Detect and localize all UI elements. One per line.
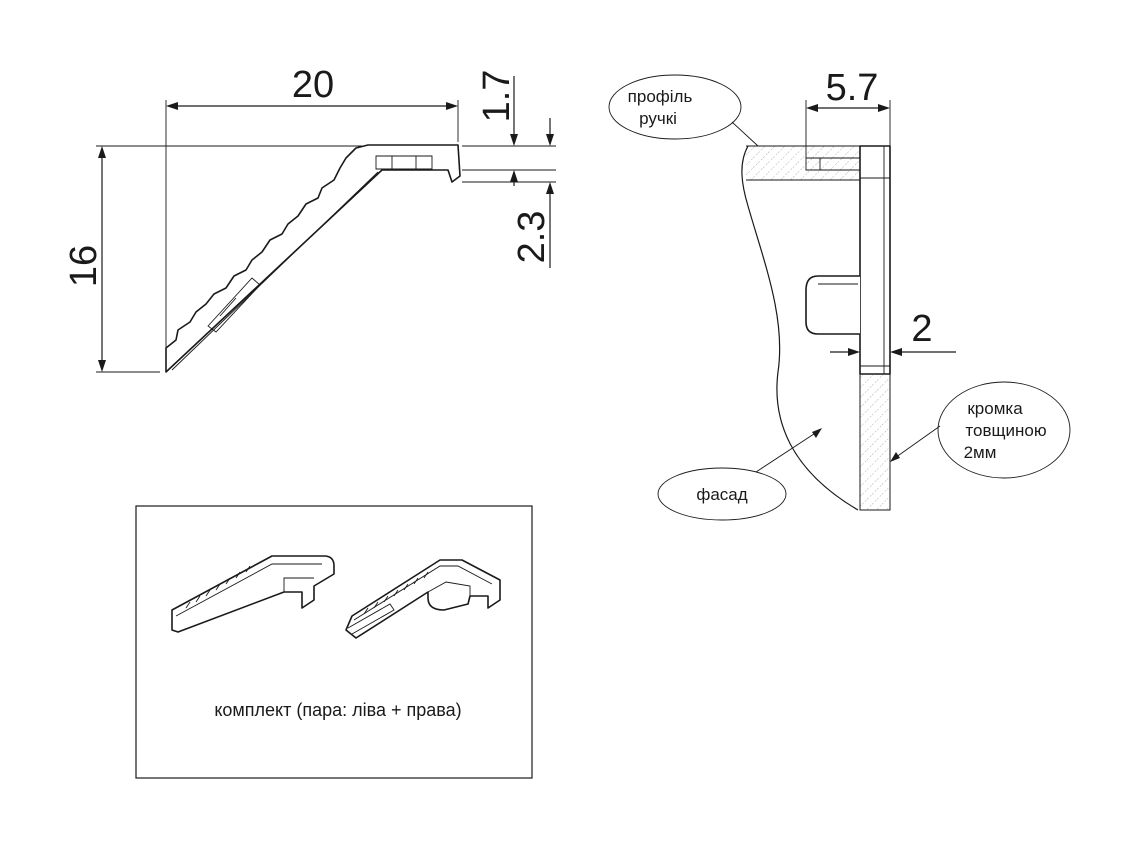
callout-edge-leader <box>891 425 941 461</box>
callout-facade-bubble <box>657 467 787 521</box>
arrow-17b <box>510 170 518 182</box>
dim-17-label: 1.7 <box>476 70 518 123</box>
callout-profile-line1: профіль <box>628 87 693 106</box>
dim-23-label: 2.3 <box>511 211 553 264</box>
arrow-57-left <box>806 104 818 112</box>
arrow-23b <box>546 182 554 194</box>
dim-width-label: 20 <box>292 64 334 106</box>
arrow-23a <box>546 134 554 146</box>
callout-edge-line1: кромка <box>967 399 1023 418</box>
callout-edge-arrow <box>890 452 900 462</box>
callout-edge-line2: товщиною <box>965 421 1046 440</box>
callout-profile-line2: ручкі <box>639 109 677 128</box>
dim-height-label: 16 <box>63 245 105 287</box>
callout-edge-line3: 2мм <box>964 443 997 462</box>
profile-section-view: 20 16 1.7 2.3 <box>63 64 556 373</box>
callout-profile-leader <box>731 121 759 147</box>
kit-box: комплект (пара: ліва + права) <box>135 505 533 779</box>
callout-profile-bubble <box>608 74 742 140</box>
facade-outline <box>741 145 859 511</box>
arrow-right <box>446 102 458 110</box>
callout-facade-leader <box>755 429 821 473</box>
profile-inner-edge <box>171 171 379 371</box>
arrow-top <box>98 146 106 158</box>
arrow-left <box>166 102 178 110</box>
arrow-57-right <box>878 104 890 112</box>
arrow-17 <box>510 134 518 146</box>
arrow-bottom <box>98 360 106 372</box>
arrow-2-right <box>890 348 902 356</box>
kit-caption: комплект (пара: ліва + права) <box>214 700 461 720</box>
dim-2-label: 2 <box>911 308 932 350</box>
profile-pocket <box>375 155 433 170</box>
kit-frame <box>135 505 533 779</box>
installation-view: 5.7 2 профіль ручкі фасад кромка товщино… <box>608 67 1071 521</box>
callout-facade-arrow <box>812 428 822 438</box>
dim-57-label: 5.7 <box>826 67 879 109</box>
edge-band <box>859 373 891 511</box>
callout-facade-text: фасад <box>696 485 747 504</box>
profile-clip <box>805 275 860 335</box>
kit-piece-left <box>171 555 335 633</box>
profile-vertical-body <box>859 145 891 375</box>
profile-body <box>165 144 461 373</box>
profile-hatched-band <box>746 146 860 180</box>
kit-piece-right <box>345 559 501 639</box>
arrow-2-left <box>848 348 860 356</box>
callout-edge-bubble <box>937 381 1071 479</box>
